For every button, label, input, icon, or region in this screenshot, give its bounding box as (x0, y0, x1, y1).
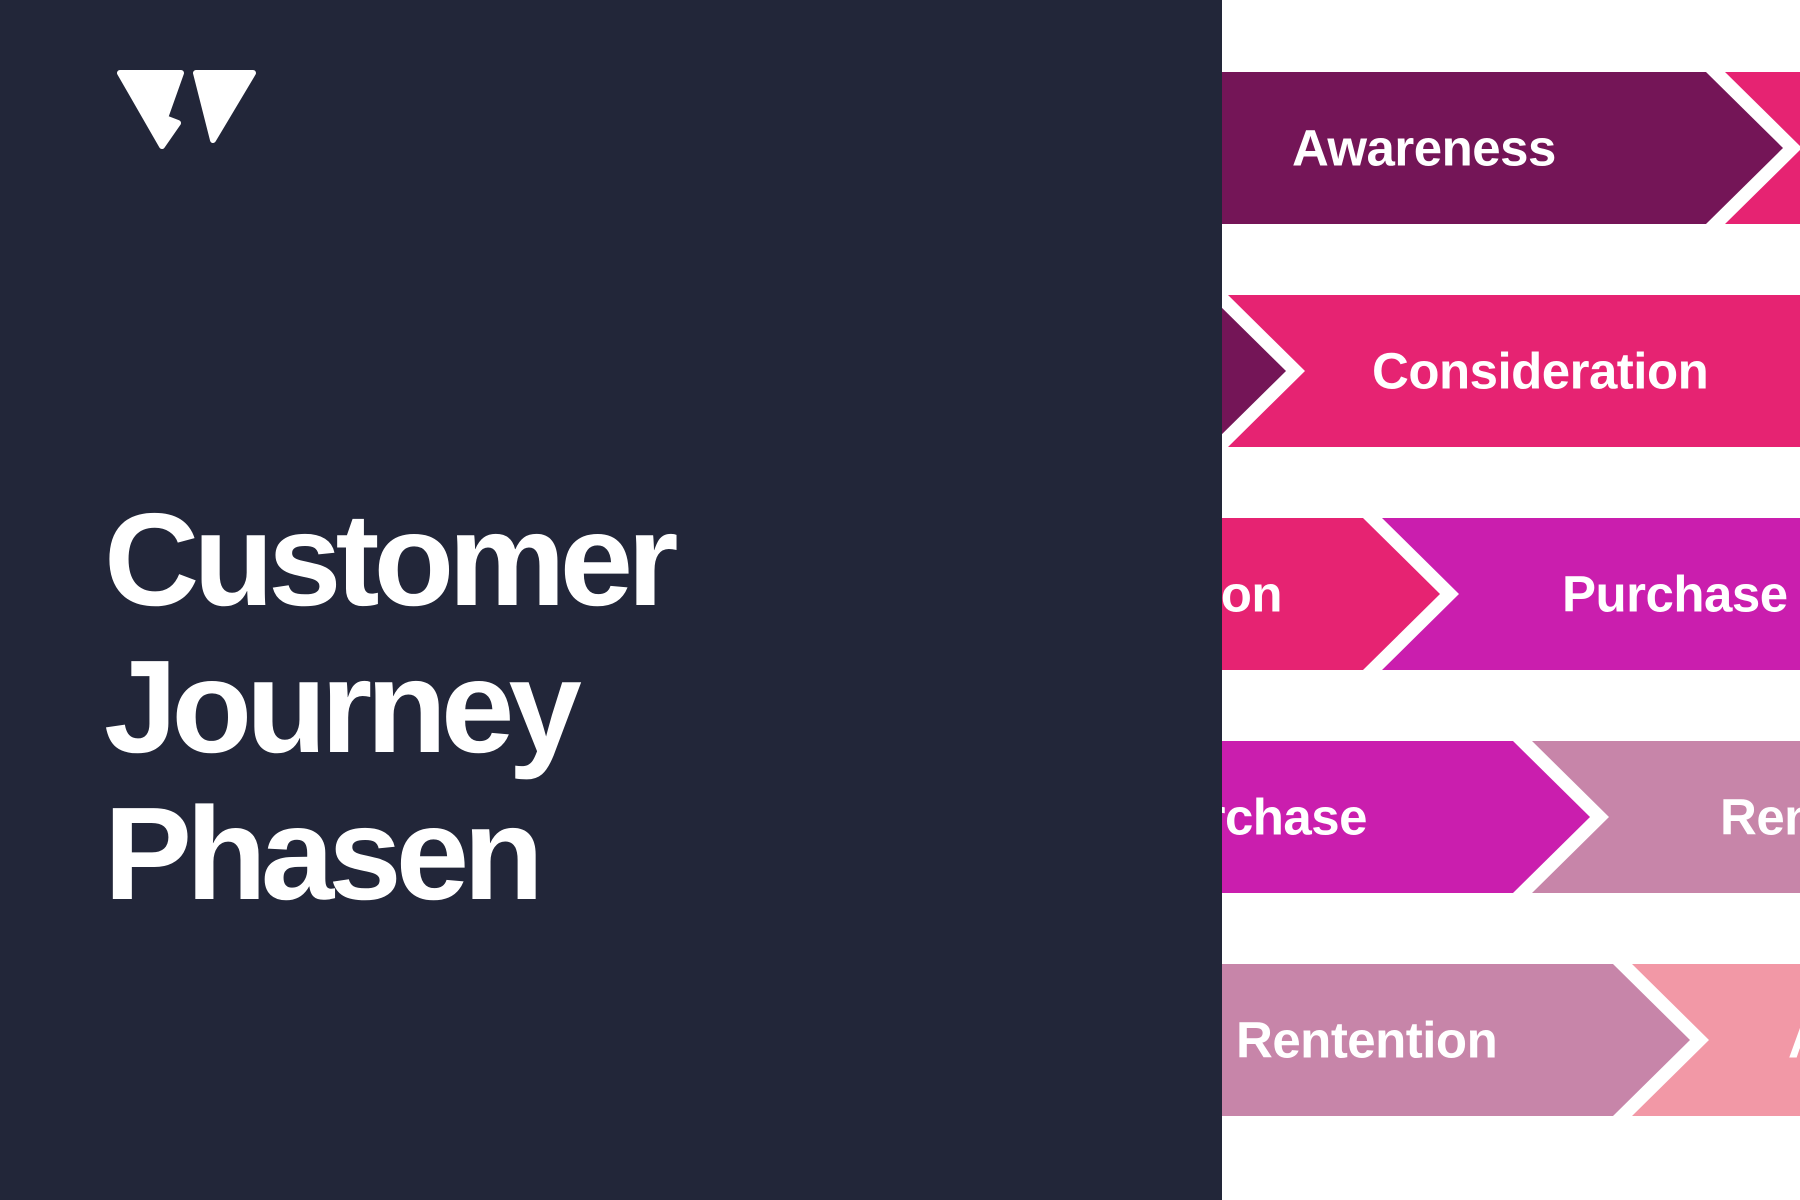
phase-label-consideration: Consideration (1372, 342, 1709, 400)
w-logo-icon (117, 70, 256, 149)
title-line-1: Customer (104, 486, 679, 633)
left-panel: Customer Journey Phasen (0, 0, 1222, 1200)
phase-label-consideration-tail: Consideration (1222, 565, 1283, 623)
arrow-shapes-row1 (1222, 72, 1800, 224)
retention-arrow-tail-shape (1222, 964, 1690, 1116)
arrow-shapes-row2 (1222, 295, 1800, 447)
title-line-2: Journey (104, 633, 582, 780)
phase-label-awareness: Awareness (1292, 119, 1556, 177)
phase-label-retention: Rentention (1236, 1011, 1498, 1069)
journey-row-awareness: Awareness (1222, 72, 1800, 224)
advocacy-arrow-shape (1632, 964, 1800, 1116)
title-line-3: Phasen (104, 780, 544, 927)
awareness-arrow-tip-shape (1222, 307, 1286, 435)
phase-label-purchase-tail: Purchase (1222, 788, 1368, 846)
page-title: Customer Journey Phasen (104, 486, 679, 927)
consideration-arrow-tail-shape (1222, 518, 1440, 670)
arrow-shapes-row3 (1222, 518, 1800, 670)
journey-row-purchase: Consideration Purchase (1222, 518, 1800, 670)
retention-arrow-shape (1532, 741, 1800, 893)
awareness-arrow-shape (1222, 72, 1783, 224)
phase-label-advocacy-start: Advocacy (1788, 1011, 1800, 1070)
purchase-arrow-tail-shape (1222, 741, 1590, 893)
consideration-arrow-start-shape (1725, 72, 1800, 224)
purchase-arrow-shape (1382, 518, 1800, 670)
journey-row-retention-start: Purchase Rentention (1222, 741, 1800, 893)
arrow-shapes-row5 (1222, 964, 1800, 1116)
phase-label-retention-start: Rentention (1720, 788, 1800, 846)
journey-row-retention: Rentention Advocacy (1222, 964, 1800, 1116)
arrow-shapes-row4 (1222, 741, 1800, 893)
phase-label-purchase: Purchase (1562, 565, 1788, 623)
journey-diagram: Awareness Consideration Consideration Pu… (1222, 0, 1800, 1200)
journey-row-consideration: Consideration (1222, 295, 1800, 447)
consideration-arrow-shape (1228, 295, 1800, 447)
